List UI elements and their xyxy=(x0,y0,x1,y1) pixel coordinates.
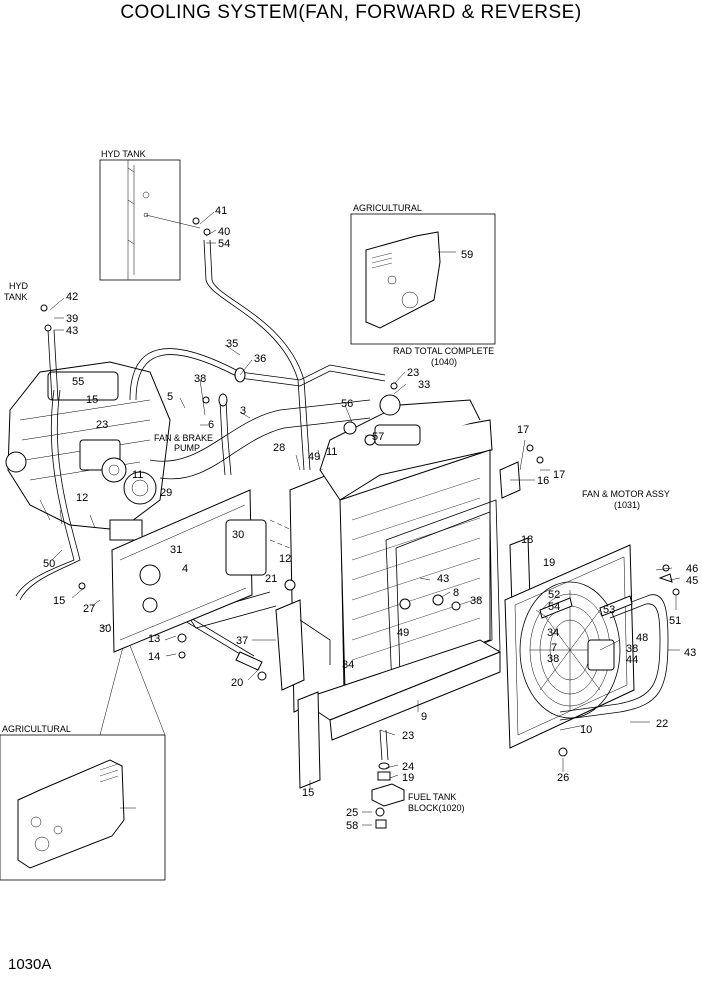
callout: 30 xyxy=(232,529,244,541)
callout: 13 xyxy=(148,633,160,645)
callout: 36 xyxy=(254,353,266,365)
rad-total-caption-1: RAD TOTAL COMPLETE xyxy=(393,346,494,356)
hyd-tank-caption-2: TANK xyxy=(4,292,27,302)
callout: 52 xyxy=(548,589,560,601)
agri-top-box-label: AGRICULTURAL xyxy=(353,203,422,213)
callout: 26 xyxy=(557,772,569,784)
callout: 12 xyxy=(76,492,88,504)
callout: 16 xyxy=(537,475,549,487)
callout: 6 xyxy=(208,419,214,431)
callout: 46 xyxy=(686,563,698,575)
callout: 14 xyxy=(148,651,160,663)
fan-motor-assembly xyxy=(504,544,680,757)
callout: 15 xyxy=(86,394,98,406)
callout: 5 xyxy=(167,391,173,403)
agricultural-top-inset: AGRICULTURAL xyxy=(350,203,496,345)
callout: 11 xyxy=(132,469,143,481)
callout: 4 xyxy=(182,563,188,575)
fan-brake-caption-2: PUMP xyxy=(174,443,200,453)
callout: 42 xyxy=(66,291,78,303)
callout: 12 xyxy=(279,553,291,565)
callout: 44 xyxy=(626,654,638,666)
callout: 22 xyxy=(656,718,668,730)
fan-motor-caption-2: (1031) xyxy=(614,500,640,510)
callout: 45 xyxy=(686,575,698,587)
callout: 50 xyxy=(43,558,55,570)
callout: 49 xyxy=(397,627,409,639)
callout: 17 xyxy=(517,424,529,436)
callout: 15 xyxy=(302,787,314,799)
fan-brake-caption-1: FAN & BRAKE xyxy=(154,433,213,443)
fan-shroud-bracket xyxy=(111,489,267,653)
engine-assembly xyxy=(5,329,171,601)
callout: 37 xyxy=(236,635,248,647)
callout: 19 xyxy=(402,772,414,784)
callout: 54 xyxy=(218,238,230,250)
callout: 38 xyxy=(194,373,206,385)
callout: 29 xyxy=(160,487,172,499)
fuel-tank-caption-2: BLOCK(1020) xyxy=(408,803,465,813)
callout: 48 xyxy=(636,632,648,644)
callout: 54 xyxy=(548,601,560,613)
page-title: COOLING SYSTEM(FAN, FORWARD & REVERSE) xyxy=(120,2,582,23)
callout: 38 xyxy=(547,653,559,665)
callout: 38 xyxy=(626,643,638,655)
hyd-tank-caption-1: HYD xyxy=(9,281,29,291)
callout: 18 xyxy=(521,534,533,546)
callout: 58 xyxy=(346,820,358,832)
callout-numbers: 41 40 54 42 39 43 59 35 36 23 33 5 38 6 … xyxy=(43,205,698,832)
callout: 34 xyxy=(547,627,559,639)
callout: 20 xyxy=(231,677,243,689)
callout: 57 xyxy=(372,431,384,443)
callout: 55 xyxy=(72,376,84,388)
callout: 23 xyxy=(96,419,108,431)
callout: 33 xyxy=(418,379,430,391)
callout: 8 xyxy=(453,587,459,599)
callout: 43 xyxy=(684,647,696,659)
captions: HYD TANK RAD TOTAL COMPLETE (1040) FAN &… xyxy=(4,281,670,813)
callout: 31 xyxy=(170,544,182,556)
callout: 17 xyxy=(553,469,565,481)
callout: 40 xyxy=(218,226,230,238)
callout: 24 xyxy=(402,761,414,773)
leader-lines xyxy=(40,211,681,826)
callout: 39 xyxy=(66,313,78,325)
callout: 43 xyxy=(66,325,78,337)
callout: 38 xyxy=(470,595,482,607)
callout: 41 xyxy=(215,205,227,217)
callout: 56 xyxy=(341,398,353,410)
callout: 23 xyxy=(407,367,419,379)
callout: 11 xyxy=(326,446,337,458)
callout: 19 xyxy=(543,557,555,569)
hoses xyxy=(129,239,421,671)
callout: 25 xyxy=(346,807,358,819)
callout: 43 xyxy=(437,573,449,585)
radiator-assembly xyxy=(275,394,544,829)
callout: 51 xyxy=(669,615,681,627)
fuel-tank-caption-1: FUEL TANK xyxy=(408,792,456,802)
page-code: 1030A xyxy=(8,956,52,973)
fan-motor-caption-1: FAN & MOTOR ASSY xyxy=(582,489,670,499)
callout: 21 xyxy=(265,573,277,585)
callout: 3 xyxy=(240,405,246,417)
callout: 15 xyxy=(53,595,65,607)
agri-bottom-box-label: AGRICULTURAL xyxy=(2,724,71,734)
callout: 23 xyxy=(402,730,414,742)
callout: 35 xyxy=(226,338,238,350)
callout: 28 xyxy=(273,442,285,454)
callout: 53 xyxy=(603,604,615,616)
agricultural-bottom-inset: AGRICULTURAL xyxy=(0,619,166,881)
hyd-tank-inset: HYD TANK xyxy=(99,149,201,281)
callout: 9 xyxy=(421,711,427,723)
callout: 30 xyxy=(99,623,111,635)
callout: 59 xyxy=(461,249,473,261)
callout: 7 xyxy=(551,642,557,654)
callout: 27 xyxy=(83,603,95,615)
hyd-tank-box-label: HYD TANK xyxy=(101,149,146,159)
callout: 10 xyxy=(580,724,592,736)
callout: 34 xyxy=(342,659,354,671)
rad-total-caption-2: (1040) xyxy=(431,357,457,367)
callout: 49 xyxy=(308,451,320,463)
